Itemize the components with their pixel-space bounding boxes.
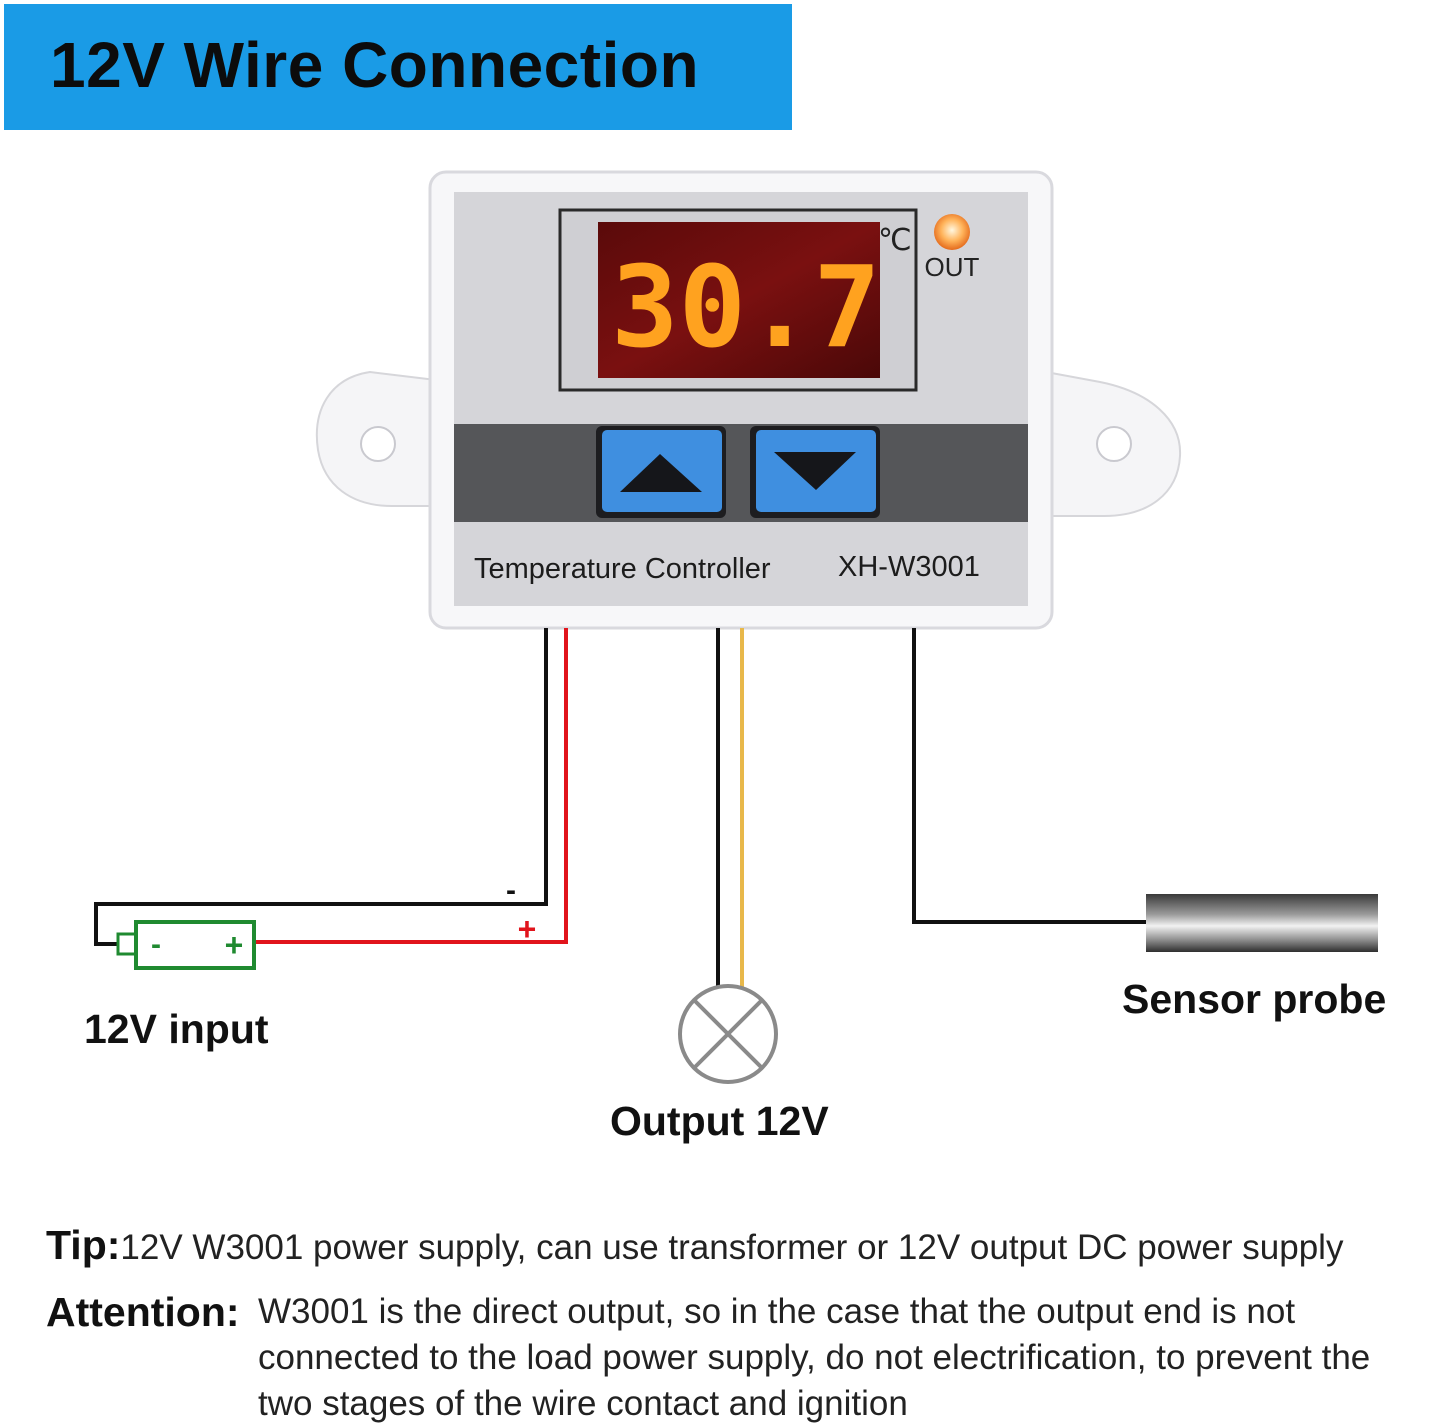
sensor-label: Sensor probe (1122, 976, 1387, 1022)
page-title: 12V Wire Connection (50, 29, 700, 101)
battery-minus-sign: - (151, 928, 161, 961)
celsius-unit: ℃ (878, 224, 912, 257)
mounting-ear-right (1045, 370, 1182, 517)
button-strip (454, 424, 1028, 522)
power-positive-wire (254, 628, 568, 944)
up-button[interactable] (596, 426, 726, 518)
input-label: 12V input (84, 1006, 269, 1052)
down-button[interactable] (750, 426, 880, 518)
battery-icon: - + (116, 920, 256, 970)
up-arrow-icon (620, 454, 702, 492)
power-negative-wire (94, 628, 548, 946)
tip-key: Tip: (46, 1222, 121, 1268)
display-digits: 30.7 (611, 243, 881, 373)
mounting-ear-left (315, 370, 437, 507)
out-indicator-label: OUT (925, 252, 980, 282)
led-display (598, 222, 880, 378)
tip-text: 12V W3001 power supply, can use transfor… (120, 1228, 1344, 1267)
title-banner: 12V Wire Connection (4, 4, 792, 130)
attention-key: Attention: (46, 1289, 240, 1335)
attention-note: Attention: W3001 is the direct output, s… (46, 1289, 1436, 1427)
device-name: Temperature Controller (474, 553, 771, 585)
positive-sign-label: + (518, 911, 537, 947)
output-label: Output 12V (610, 1098, 829, 1144)
lamp-load-icon (678, 984, 778, 1084)
sensor-probe-icon (1146, 894, 1378, 952)
negative-sign-label: - (506, 874, 516, 907)
device-model: XH-W3001 (838, 551, 980, 583)
attention-text: W3001 is the direct output, so in the ca… (258, 1292, 1371, 1423)
out-indicator-led (934, 214, 970, 250)
battery-plus-sign: + (225, 927, 244, 963)
notes-section: Tip:12V W3001 power supply, can use tran… (46, 1222, 1436, 1427)
sensor-wire (912, 628, 1150, 924)
tip-note: Tip:12V W3001 power supply, can use tran… (46, 1222, 1436, 1271)
down-arrow-icon (774, 452, 856, 490)
